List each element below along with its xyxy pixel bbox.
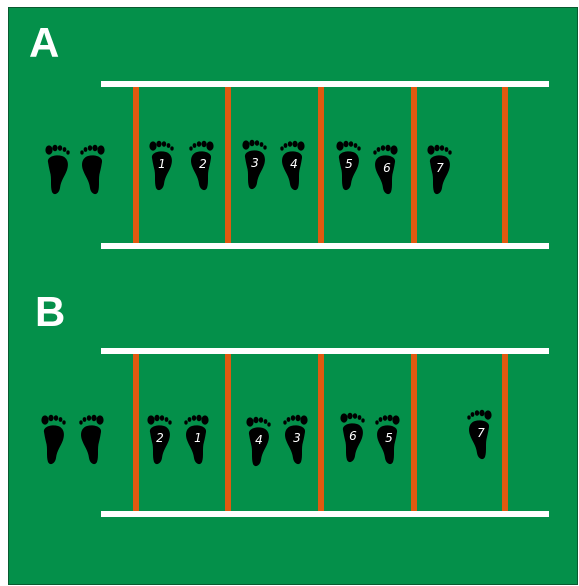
ladder-b xyxy=(101,348,549,517)
step-a-6 xyxy=(373,144,398,195)
ladder-drawing: 1 2 3 4 5 6 7 2 1 4 3 6 5 7 xyxy=(41,81,549,517)
ladder-rail-bottom xyxy=(101,243,549,249)
ladder-rung xyxy=(502,84,508,246)
step-b-1-number: 2 xyxy=(156,431,164,445)
step-b-5-number: 6 xyxy=(349,429,357,443)
start-foot-right xyxy=(79,414,104,465)
step-a-4-number: 4 xyxy=(290,157,298,171)
step-a-3-number: 3 xyxy=(251,156,259,170)
step-b-5 xyxy=(340,412,365,463)
step-b-4-number: 3 xyxy=(293,431,301,445)
ladder-rung xyxy=(318,84,324,246)
ladder-a xyxy=(101,81,549,249)
ladder-rail-top xyxy=(101,348,549,354)
step-b-4 xyxy=(283,414,308,465)
step-a-4 xyxy=(280,140,305,191)
ladder-rung xyxy=(133,84,139,246)
ladder-rung xyxy=(318,351,324,514)
step-a-6-number: 6 xyxy=(383,161,391,175)
step-a-3 xyxy=(242,139,267,190)
step-b-1 xyxy=(147,414,172,465)
ladder-rung xyxy=(133,351,139,514)
ladder-rung xyxy=(225,84,231,246)
step-b-2 xyxy=(184,414,209,465)
step-a-5 xyxy=(336,140,361,191)
step-b-7 xyxy=(467,409,492,460)
step-b-2-number: 1 xyxy=(194,431,202,445)
step-a-7 xyxy=(427,144,452,195)
start-foot-left xyxy=(41,414,66,465)
ladder-rung xyxy=(502,351,508,514)
panel-b-label: B xyxy=(35,288,66,335)
step-a-1 xyxy=(149,140,174,191)
ladder-rail-bottom xyxy=(101,511,549,517)
step-b-3-number: 4 xyxy=(255,433,263,447)
start-foot-left xyxy=(45,144,70,195)
step-a-5-number: 5 xyxy=(345,157,353,171)
step-b-3 xyxy=(246,416,271,467)
agility-ladder-diagram: A B 1 2 3 4 5 6 7 2 1 4 3 6 5 7 xyxy=(8,7,578,585)
step-a-2-number: 2 xyxy=(199,157,207,171)
ladder-rail-top xyxy=(101,81,549,87)
panel-a-label: A xyxy=(29,19,60,66)
step-a-7-number: 7 xyxy=(436,161,444,175)
start-foot-right xyxy=(80,144,105,195)
ladder-rung xyxy=(411,351,417,514)
step-b-6-number: 5 xyxy=(385,431,393,445)
step-a-1-number: 1 xyxy=(158,157,166,171)
step-b-7-number: 7 xyxy=(477,426,485,440)
step-b-6 xyxy=(375,414,400,465)
ladder-rung xyxy=(225,351,231,514)
step-a-2 xyxy=(189,140,214,191)
ladder-rung xyxy=(411,84,417,246)
